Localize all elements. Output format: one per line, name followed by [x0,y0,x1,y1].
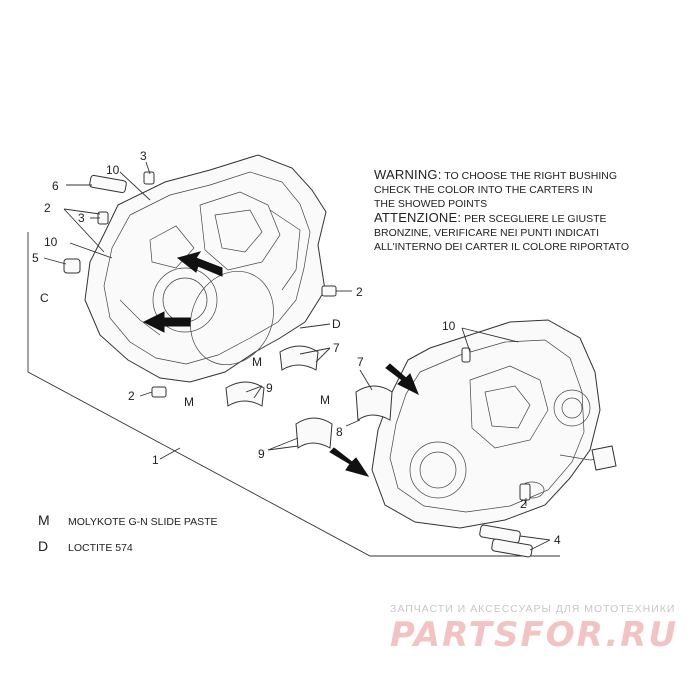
callout-7-right: 7 [357,355,364,369]
callout-m-bottom: M [184,395,194,409]
warning-title-it: ATTENZIONE: [374,210,462,225]
color-check-arrows [142,251,419,477]
callout-2-right-bottom: 2 [520,497,527,511]
legend-symbol-m: M [38,512,50,528]
callout-6: 6 [52,179,59,193]
callout-d-symbol: D [332,317,341,331]
callout-m-left: M [252,355,262,369]
callout-10-top: 10 [106,163,120,177]
legend-loctite: D LOCTITE 574 [38,538,133,554]
right-crankcase-half [371,319,617,529]
callout-3-left: 3 [78,211,85,225]
assembly-bracket [27,232,560,557]
callout-c-symbol: C [40,291,49,305]
callout-8: 8 [336,425,343,439]
leader-lines [43,161,551,551]
callout-2-left: 2 [44,201,51,215]
legend-symbol-d: D [38,538,49,554]
callout-1: 1 [152,453,159,467]
callout-4: 4 [554,533,561,547]
warning-body-it-2: BRONZINE, VERIFICARE NEI PUNTI INDICATI [374,227,599,239]
warning-body-en-2: CHECK THE COLOR INTO THE CARTERS IN [374,184,593,196]
warning-body-en-1: TO CHOOSE THE RIGHT BUSHING [444,170,617,182]
warning-body-en-3: THE SHOWED POINTS [374,198,488,210]
callout-m-right: M [320,393,330,407]
watermark-subtitle: ЗАПЧАСТИ И АКСЕССУАРЫ ДЛЯ МОТОТЕХНИКИ [390,603,676,615]
loose-parts [63,171,533,558]
warning-title-en: WARNING: [374,167,442,182]
callout-5: 5 [32,251,39,265]
warning-note: WARNING: TO CHOOSE THE RIGHT BUSHING CHE… [374,167,674,255]
callout-10-right: 10 [442,319,456,333]
callout-9-left: 9 [266,381,273,395]
legend-text-loctite: LOCTITE 574 [68,542,133,554]
callout-7-left: 7 [333,341,340,355]
callout-3-top: 3 [140,149,147,163]
watermark: ЗАПЧАСТИ И АКСЕССУАРЫ ДЛЯ МОТОТЕХНИКИ PA… [390,603,690,655]
warning-body-it-3: ALL'INTERNO DEI CARTER IL COLORE RIPORTA… [374,241,630,253]
warning-body-it-1: PER SCEGLIERE LE GIUSTE [464,213,607,225]
watermark-brand: PARTSFOR.RU [390,615,679,655]
callout-9-right: 9 [258,447,265,461]
callout-10-left: 10 [44,235,58,249]
legend-molykote: M MOLYKOTE G-N SLIDE PASTE [38,512,218,528]
callout-labels: 3 10 6 2 3 10 5 C 2 D 7 M 9 M 2 7 M 8 9 … [32,149,561,547]
callout-2-bottom: 2 [128,389,135,403]
legend-text-molykote: MOLYKOTE G-N SLIDE PASTE [68,516,218,528]
callout-2-right: 2 [356,285,363,299]
